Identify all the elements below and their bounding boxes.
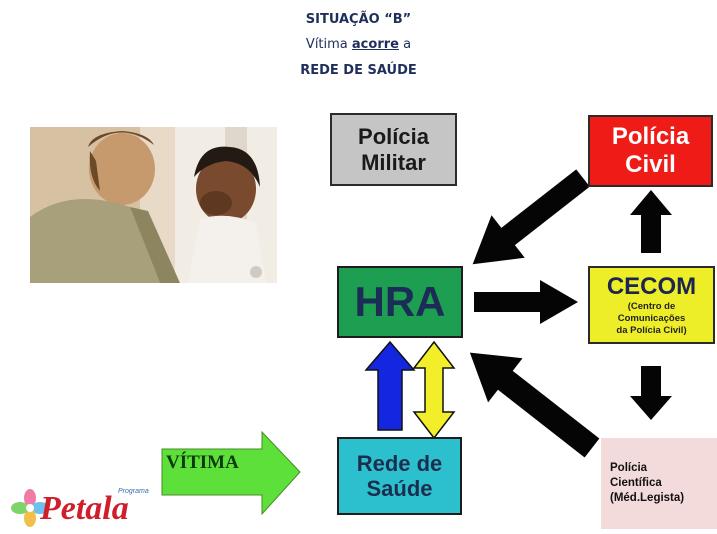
pc-line1: Polícia xyxy=(611,123,690,151)
arrow-double-yellow xyxy=(412,340,456,440)
arrow-cecom-to-pc xyxy=(630,190,672,253)
petala-logo: Programa Petala xyxy=(10,488,170,530)
cecom-sub-3: da Polícia Civil) xyxy=(616,324,687,336)
logo-small-text: Programa xyxy=(118,488,149,495)
cecom-sub-2: Comunicações xyxy=(617,312,686,324)
node-hra: HRA xyxy=(337,266,463,338)
arrow-vitima xyxy=(161,430,301,516)
flower-icon xyxy=(11,489,49,527)
situation-title: SITUAÇÃO “B” xyxy=(305,12,412,27)
rede-line2: Saúde xyxy=(366,476,433,501)
node-policia-civil: Polícia Civil xyxy=(588,115,713,187)
cecom-title: CECOM xyxy=(606,273,697,301)
arrow-cecom-to-cientifica xyxy=(630,366,672,420)
pm-line2: Militar xyxy=(361,149,426,175)
situation-subtitle: Vítima acorre a xyxy=(0,37,717,52)
cecom-sub-1: (Centro de xyxy=(627,300,676,312)
arrow-cientifica-to-hra xyxy=(469,352,600,458)
logo-text: Petala xyxy=(40,490,129,527)
rede-line1: Rede de xyxy=(356,450,443,476)
cient-line1: Polícia xyxy=(610,462,648,475)
node-rede-saude: Rede de Saúde xyxy=(337,437,462,515)
node-cecom: CECOM (Centro de Comunicações da Polícia… xyxy=(588,266,715,344)
arrow-pc-to-hra xyxy=(472,169,590,265)
node-policia-cientifica: Polícia Científica (Méd.Legista) xyxy=(601,438,717,529)
subtitle-post: a xyxy=(398,37,412,52)
subtitle-pre: Vítima xyxy=(305,37,352,52)
hra-label: HRA xyxy=(354,277,446,325)
vitima-label: VÍTIMA xyxy=(166,452,239,473)
arrow-hra-to-cecom xyxy=(474,280,578,324)
pc-line2: Civil xyxy=(625,151,676,178)
pm-line1: Polícia xyxy=(358,124,429,150)
scene-photo xyxy=(30,127,277,283)
cient-line2: Científica xyxy=(610,477,662,490)
cient-line3: (Méd.Legista) xyxy=(610,491,685,504)
node-policia-militar: Polícia Militar xyxy=(330,113,457,186)
arrow-rede-to-hra-blue xyxy=(364,340,416,431)
subtitle-keyword: acorre xyxy=(351,37,399,52)
situation-destination: REDE DE SAÚDE xyxy=(300,63,417,78)
